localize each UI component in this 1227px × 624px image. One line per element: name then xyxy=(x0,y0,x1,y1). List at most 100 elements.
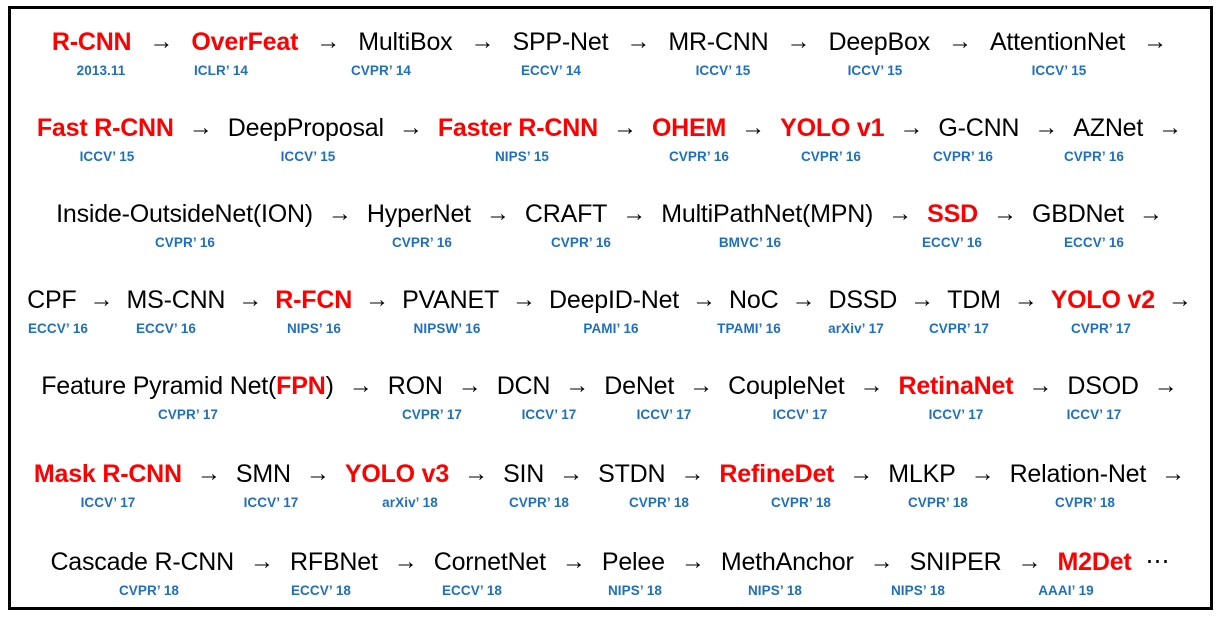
venue-label: CVPR’ 16 xyxy=(1063,149,1125,164)
model-node[interactable]: MethAnchor xyxy=(720,547,854,576)
venue-label: ICCV’ 17 xyxy=(772,407,828,422)
model-node[interactable]: TDM xyxy=(947,285,1001,314)
venue-label: CVPR’ 18 xyxy=(628,495,690,510)
model-node[interactable]: DeNet xyxy=(604,371,675,400)
flow-arrow-icon: → xyxy=(899,114,924,141)
venue-label: ICCV’ 15 xyxy=(847,63,903,78)
model-node[interactable]: DeepBox xyxy=(828,27,931,56)
model-node[interactable]: CRAFT xyxy=(524,199,608,228)
timeline-row: Fast R-CNN → DeepProposal → Faster R-CNN → OHE… xyxy=(11,103,1210,189)
model-node[interactable]: YOLO v1 xyxy=(780,113,885,142)
model-node[interactable]: Feature Pyramid Net(FPN) xyxy=(41,371,334,400)
venue-label: CVPR’ 18 xyxy=(1054,495,1116,510)
model-node[interactable]: R-FCN xyxy=(275,285,353,314)
venue-label: NIPS’ 18 xyxy=(607,583,663,598)
model-node[interactable]: YOLO v3 xyxy=(344,459,450,488)
flow-arrow-icon: → xyxy=(565,372,590,399)
model-node[interactable]: Mask R-CNN xyxy=(33,459,182,488)
venue-label: CVPR’ 14 xyxy=(350,63,412,78)
model-node[interactable]: CornetNet xyxy=(433,547,546,576)
model-node[interactable]: AttentionNet xyxy=(989,27,1126,56)
flow-arrow-icon: → xyxy=(1034,114,1059,141)
model-node[interactable]: SSD xyxy=(927,199,978,228)
model-node[interactable]: M2Det xyxy=(1057,547,1132,576)
model-node[interactable]: MS-CNN xyxy=(126,285,226,314)
venue-label: ICCV’ 15 xyxy=(280,149,336,164)
flow-arrow-icon: → xyxy=(1161,460,1186,487)
model-node[interactable]: SNIPER xyxy=(909,547,1002,576)
model-node[interactable]: SMN xyxy=(235,459,291,488)
venue-label: NIPSW’ 16 xyxy=(413,321,481,336)
model-node[interactable]: MLKP xyxy=(888,459,956,488)
model-node[interactable]: OHEM xyxy=(651,113,727,142)
model-node[interactable]: G-CNN xyxy=(938,113,1020,142)
model-node[interactable]: NoC xyxy=(729,285,779,314)
venue-label: CVPR’ 17 xyxy=(157,407,219,422)
model-node[interactable]: MultiBox xyxy=(358,27,453,56)
model-node[interactable]: PVANET xyxy=(402,285,500,314)
venue-label: CVPR’ 16 xyxy=(932,149,994,164)
model-node[interactable]: SPP-Net xyxy=(512,27,609,56)
flow-arrow-icon: → xyxy=(457,372,482,399)
flow-arrow-icon: → xyxy=(1167,286,1192,313)
model-node[interactable]: CoupleNet xyxy=(728,371,845,400)
timeline-row-nodes: CPF→MS-CNN→R-FCN→PVANET→DeepID-Net→NoC→D… xyxy=(11,275,1210,325)
model-node[interactable]: Faster R-CNN xyxy=(437,113,598,142)
venue-label: ICCV’ 17 xyxy=(80,495,136,510)
venue-label: ICLR’ 14 xyxy=(193,63,249,78)
flow-arrow-icon: → xyxy=(626,28,651,55)
model-node[interactable]: Inside-OutsideNet(ION) xyxy=(56,199,313,228)
model-node[interactable]: Fast R-CNN xyxy=(36,113,174,142)
model-node[interactable]: HyperNet xyxy=(366,199,471,228)
flow-arrow-icon: → xyxy=(512,286,537,313)
model-node[interactable]: YOLO v2 xyxy=(1050,285,1155,314)
venue-label: arXiv’ 17 xyxy=(828,321,884,336)
model-node[interactable]: CPF xyxy=(27,285,77,314)
model-node[interactable]: RON xyxy=(387,371,443,400)
model-node[interactable]: MR-CNN xyxy=(668,27,769,56)
model-node[interactable]: Cascade R-CNN xyxy=(50,547,235,576)
model-node[interactable]: SIN xyxy=(503,459,545,488)
model-node[interactable]: DSSD xyxy=(828,285,898,314)
model-node[interactable]: RefineDet xyxy=(719,459,835,488)
venue-label: 2013.11 xyxy=(76,63,126,78)
venue-label: ECCV’ 16 xyxy=(135,321,197,336)
flow-arrow-icon: → xyxy=(741,114,766,141)
flow-arrow-icon: → xyxy=(786,28,811,55)
model-node[interactable]: DCN xyxy=(496,371,551,400)
flow-arrow-icon: → xyxy=(485,200,510,227)
flow-arrow-icon: → xyxy=(305,460,330,487)
flow-arrow-icon: → xyxy=(398,114,423,141)
venue-label: ICCV’ 17 xyxy=(243,495,299,510)
model-node[interactable]: Relation-Net xyxy=(1009,459,1147,488)
flow-arrow-icon: → xyxy=(1158,114,1183,141)
model-node[interactable]: DSOD xyxy=(1067,371,1139,400)
flow-arrow-icon: → xyxy=(561,548,586,575)
model-node[interactable]: DeepID-Net xyxy=(549,285,680,314)
flow-arrow-icon: → xyxy=(188,114,213,141)
model-node[interactable]: OverFeat xyxy=(191,27,299,56)
model-node[interactable]: AZNet xyxy=(1073,113,1144,142)
timeline-row: Inside-OutsideNet(ION)→HyperNet→CRAFT→Mu… xyxy=(11,189,1210,275)
flow-arrow-icon: → xyxy=(149,28,174,55)
timeline-row-nodes: Inside-OutsideNet(ION)→HyperNet→CRAFT→Mu… xyxy=(11,189,1210,239)
timeline-row: Mask R-CNN→SMN→YOLO v3→SIN→STDN→RefineDe… xyxy=(11,449,1210,535)
venue-label: arXiv’ 18 xyxy=(382,495,438,510)
flow-arrow-icon: → xyxy=(1013,286,1038,313)
model-node[interactable]: RetinaNet xyxy=(898,371,1014,400)
model-node[interactable]: DeepProposal xyxy=(227,113,384,142)
venue-label: BMVC’ 16 xyxy=(718,235,782,250)
model-node[interactable]: R-CNN xyxy=(51,27,132,56)
model-node[interactable]: MultiPathNet(MPN) xyxy=(661,199,874,228)
flow-arrow-icon: → xyxy=(859,372,884,399)
model-node[interactable]: RFBNet xyxy=(290,547,378,576)
flow-arrow-icon: → xyxy=(992,200,1017,227)
venue-label: ECCV’ 16 xyxy=(1063,235,1125,250)
venue-label: CVPR’ 17 xyxy=(1070,321,1132,336)
model-node[interactable]: STDN xyxy=(598,459,666,488)
timeline-row: Cascade R-CNN→RFBNet→CornetNet→Pelee→Met… xyxy=(11,537,1210,623)
model-node[interactable]: Pelee xyxy=(601,547,665,576)
model-node[interactable]: GBDNet xyxy=(1031,199,1124,228)
